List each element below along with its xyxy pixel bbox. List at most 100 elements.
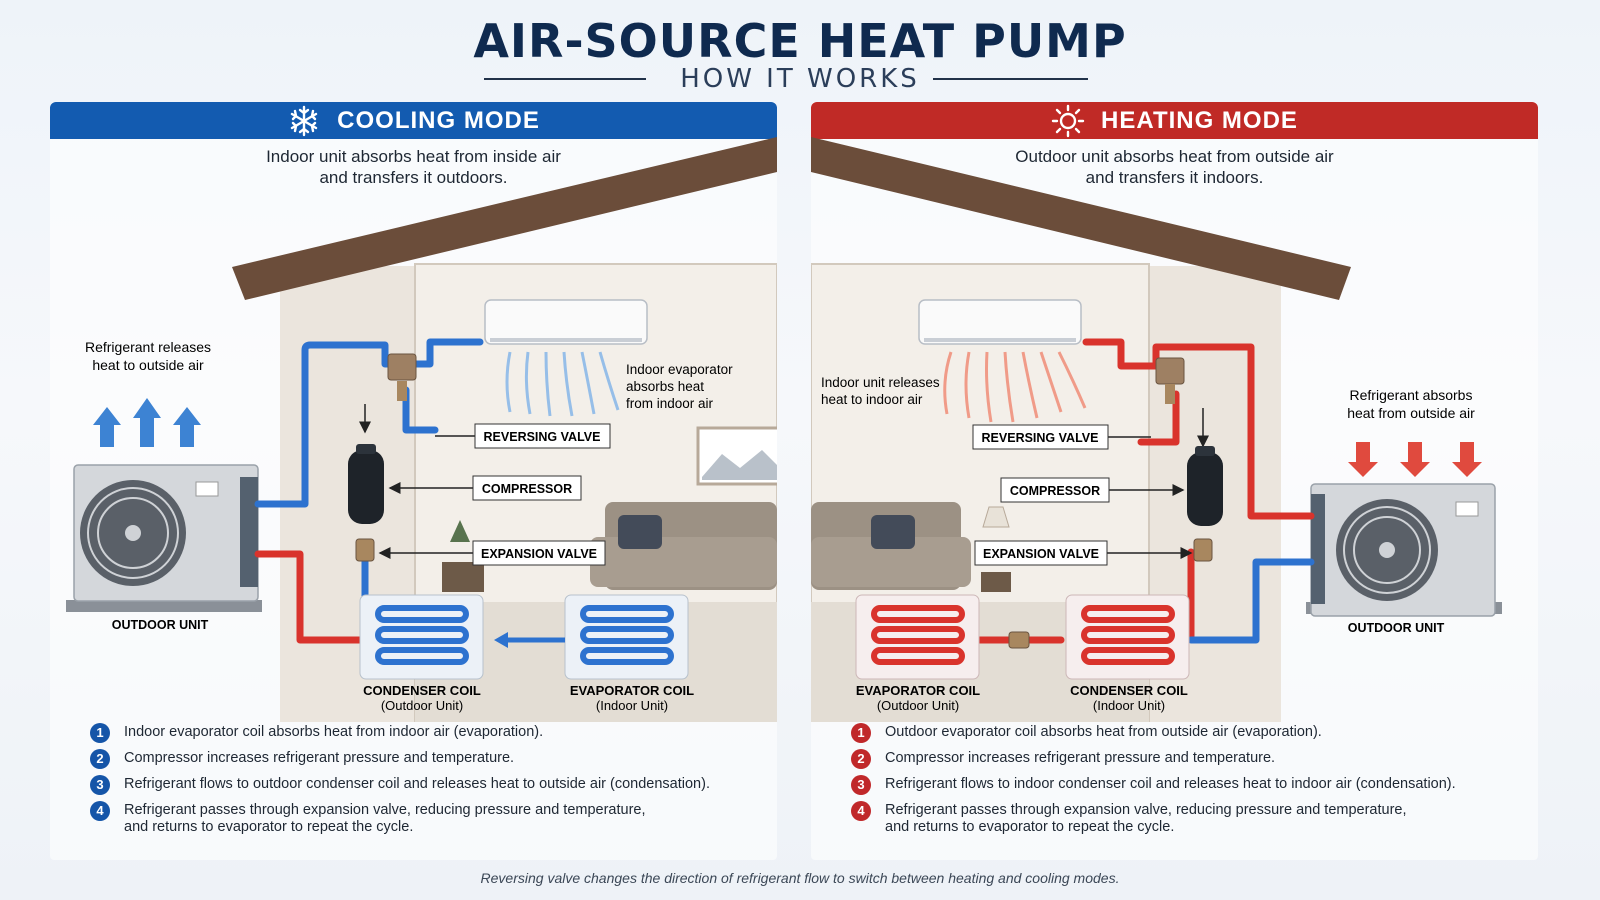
compressor (348, 444, 384, 524)
cold-pipe-loop (1187, 558, 1315, 644)
step-text-line2: and returns to evaporator to repeat the … (124, 819, 414, 835)
step-number-badge: 4 (90, 801, 110, 821)
step-text-line2: and returns to evaporator to repeat the … (885, 819, 1175, 835)
cooling-steps-list: 1 Indoor evaporator coil absorbs heat fro… (90, 723, 770, 843)
condenser-coil-label: CONDENSER COIL (1070, 683, 1188, 698)
evaporator-coil-label: EVAPORATOR COIL (856, 683, 980, 698)
reversing-valve-label-box: REVERSING VALVE (972, 424, 1151, 450)
list-item: 2 Compressor increases refrigerant pressu… (90, 749, 770, 769)
reversing-valve-label: REVERSING VALVE (982, 431, 1099, 445)
indoor-note-line1: Indoor unit releases (821, 375, 940, 390)
outdoor-note-line1: Refrigerant absorbs (1350, 387, 1473, 403)
cold-air-flow (505, 351, 620, 417)
cooling-mode-banner: COOLING MODE (50, 102, 777, 139)
expansion-valve-label: EXPANSION VALVE (983, 547, 1099, 561)
cooling-mode-panel: COOLING MODE Indoor unit absorbs heat fr… (50, 102, 777, 860)
indoor-note-line3: from indoor air (626, 396, 714, 411)
reversing-valve-label-box: REVERSING VALVE (435, 423, 611, 449)
expansion-valve-label: EXPANSION VALVE (481, 547, 597, 561)
hot-supply-pipe (1137, 390, 1180, 446)
plant (450, 520, 470, 542)
step-text: Refrigerant passes through expansion val… (124, 802, 646, 836)
cooling-intro-line1: Indoor unit absorbs heat from inside air (266, 147, 561, 166)
step-number-badge: 4 (851, 801, 871, 821)
heating-steps-list: 1 Outdoor evaporator coil absorbs heat fr… (851, 723, 1531, 843)
heating-diagram: REVERSING VALVE COMPRESSOR EXPANSION VAL… (811, 137, 1502, 722)
compressor-label: COMPRESSOR (1010, 484, 1100, 498)
compressor (1187, 446, 1223, 526)
heating-mode-panel: HEATING MODE Outdoor unit absorbs heat f… (811, 102, 1538, 860)
list-item: 1 Indoor evaporator coil absorbs heat fro… (90, 723, 770, 743)
outdoor-note-line2: heat from outside air (1347, 405, 1475, 421)
outdoor-unit (1306, 483, 1502, 617)
condenser-coil-label: CONDENSER COIL (363, 683, 481, 698)
evaporator-coil-label: EVAPORATOR COIL (570, 683, 694, 698)
side-table (442, 562, 484, 592)
step-number-badge: 3 (90, 775, 110, 795)
expansion-valve (1008, 538, 1213, 649)
evaporator-coil-sublabel: (Indoor Unit) (596, 698, 668, 713)
roof (232, 137, 777, 300)
sofa (442, 502, 777, 592)
title-rule-left (484, 78, 646, 80)
indoor-note-line1: Indoor evaporator (626, 362, 733, 377)
condenser-coil (359, 594, 484, 680)
lamp (982, 506, 1010, 528)
outdoor-heat-arrows (93, 398, 201, 447)
condenser-coil-sublabel: (Indoor Unit) (1093, 698, 1165, 713)
expansion-valve-label-box: EXPANSION VALVE (378, 540, 606, 566)
heating-mode-title: HEATING MODE (1101, 106, 1298, 134)
cold-suction-pipe (402, 386, 439, 434)
outdoor-unit-label: OUTDOOR UNIT (1348, 621, 1445, 635)
step-text: Compressor increases refrigerant pressur… (885, 750, 1276, 766)
coil-flow-arrowhead (494, 632, 508, 648)
step-text: Outdoor evaporator coil absorbs heat fro… (885, 724, 1322, 740)
snowflake-icon (290, 105, 318, 136)
expansion-valve (355, 538, 375, 562)
list-item: 3 Refrigerant flows to indoor condenser c… (851, 775, 1531, 795)
cooling-mode-title: COOLING MODE (337, 106, 540, 134)
expansion-valve-label-box: EXPANSION VALVE (974, 540, 1193, 566)
side-table (981, 572, 1011, 592)
cooling-diagram: REVERSING VALVE COMPRESSOR EXPANSION VAL… (66, 137, 777, 722)
indoor-unit (918, 299, 1082, 345)
condenser-coil (1065, 594, 1190, 680)
reversing-valve (387, 353, 417, 401)
step-number-badge: 3 (851, 775, 871, 795)
step-text: Compressor increases refrigerant pressur… (124, 750, 515, 766)
step-number-badge: 2 (851, 749, 871, 769)
outdoor-note-line2: heat to outside air (92, 357, 204, 373)
step-number-badge: 1 (851, 723, 871, 743)
step-number-badge: 2 (90, 749, 110, 769)
outdoor-unit (66, 464, 262, 612)
warm-air-flow (943, 351, 1087, 423)
reversing-valve (1155, 357, 1185, 404)
sofa (811, 502, 1011, 592)
indoor-note-line2: heat to indoor air (821, 392, 923, 407)
reversing-valve-label: REVERSING VALVE (484, 430, 601, 444)
evaporator-coil (855, 594, 980, 680)
step-number-badge: 1 (90, 723, 110, 743)
hot-pipe-loop (1082, 338, 1315, 520)
step-text: Refrigerant passes through expansion val… (885, 802, 1407, 836)
outdoor-unit-label: OUTDOOR UNIT (112, 618, 209, 632)
list-item: 1 Outdoor evaporator coil absorbs heat fr… (851, 723, 1531, 743)
compressor-label-box: COMPRESSOR (388, 475, 582, 501)
cooling-intro: Indoor unit absorbs heat from inside air… (50, 146, 777, 188)
evaporator-coil (564, 594, 689, 680)
page-title: AIR-SOURCE HEAT PUMP (473, 14, 1127, 68)
evaporator-coil-sublabel: (Outdoor Unit) (877, 698, 959, 713)
cooling-intro-line2: and transfers it outdoors. (319, 168, 508, 187)
roof (811, 137, 1351, 300)
outdoor-heat-arrows (1348, 442, 1482, 477)
step-text: Indoor evaporator coil absorbs heat from… (124, 724, 544, 740)
compressor-label-box: COMPRESSOR (1000, 477, 1185, 503)
list-item: 2 Compressor increases refrigerant pressu… (851, 749, 1531, 769)
condenser-coil-sublabel: (Outdoor Unit) (381, 698, 463, 713)
indoor-note-line2: absorbs heat (626, 379, 704, 394)
heating-intro-line1: Outdoor unit absorbs heat from outside a… (1015, 147, 1334, 166)
list-item: 4 Refrigerant passes through expansion va… (90, 801, 770, 836)
list-item: 4 Refrigerant passes through expansion va… (851, 801, 1531, 836)
step-text: Refrigerant flows to indoor condenser co… (885, 776, 1456, 792)
